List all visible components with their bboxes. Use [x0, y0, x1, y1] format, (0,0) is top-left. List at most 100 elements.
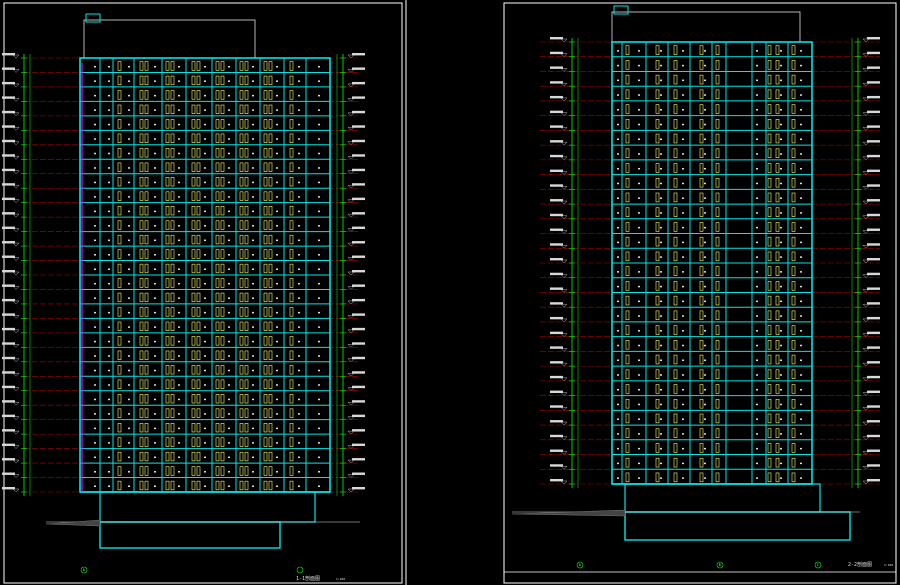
window-door-opening — [144, 119, 149, 129]
room-label — [108, 254, 110, 256]
window-door-opening — [215, 90, 220, 100]
window-door-opening — [117, 451, 122, 462]
room-label — [128, 442, 130, 444]
elevation-marker — [560, 392, 568, 396]
window-door-opening — [673, 472, 678, 483]
elevation-text — [867, 464, 880, 467]
room-label — [204, 442, 206, 444]
window-door-opening — [268, 148, 273, 158]
elevation-marker — [12, 242, 20, 247]
window-door-opening — [699, 472, 704, 483]
window-door-opening — [165, 336, 170, 346]
window-door-opening — [673, 45, 678, 55]
window-door-opening — [699, 384, 704, 394]
window-door-opening — [170, 220, 175, 230]
window-door-opening — [268, 408, 273, 418]
window-door-opening — [117, 75, 122, 86]
window-door-opening — [144, 249, 149, 259]
window-door-opening — [699, 281, 704, 291]
window-door-opening — [655, 325, 660, 335]
room-label — [800, 197, 802, 199]
window-door-opening — [791, 236, 796, 247]
room-label — [276, 340, 278, 343]
window-door-opening — [775, 266, 780, 276]
room-label — [756, 447, 758, 450]
room-label — [94, 80, 96, 82]
window-door-opening — [655, 443, 660, 453]
window-door-opening — [220, 119, 225, 129]
window-door-opening — [775, 163, 780, 173]
room-label — [276, 456, 278, 459]
elevation-text — [867, 316, 880, 320]
room-label — [682, 359, 684, 362]
room-label — [704, 374, 706, 376]
window-door-opening — [775, 177, 780, 188]
room-label — [154, 254, 156, 256]
room-label — [682, 197, 684, 199]
elevation-marker — [12, 358, 20, 363]
room-label — [638, 330, 640, 332]
room-label — [704, 50, 706, 52]
elevation-marker — [347, 416, 355, 420]
room-label — [780, 315, 782, 317]
window-door-opening — [673, 207, 678, 217]
elevation-text — [867, 361, 880, 364]
elevation-marker — [12, 474, 20, 478]
room-label — [228, 94, 230, 97]
window-door-opening — [767, 207, 772, 217]
room-label — [94, 427, 96, 430]
window-door-opening — [715, 295, 720, 306]
room-label — [128, 225, 130, 227]
elevation-text — [352, 458, 365, 461]
elevation-marker — [12, 430, 20, 435]
window-door-opening — [239, 220, 244, 230]
elevation-text — [867, 213, 880, 217]
elevation-text — [867, 51, 880, 55]
window-door-opening — [196, 104, 201, 114]
elevation-marker — [862, 392, 870, 396]
room-label — [318, 311, 320, 314]
room-label — [252, 181, 254, 184]
window-door-opening — [699, 325, 704, 335]
basement-level — [624, 511, 851, 541]
room-label — [108, 413, 110, 415]
elevation-text — [867, 140, 880, 143]
elevation-marker — [12, 69, 20, 73]
room-label — [252, 94, 254, 97]
room-label — [617, 167, 619, 170]
window-door-opening — [289, 119, 294, 129]
window-door-opening — [625, 192, 630, 203]
window-door-opening — [196, 61, 201, 71]
room-label — [682, 241, 684, 244]
window-door-opening — [165, 75, 170, 86]
elevation-marker — [12, 98, 20, 102]
room-label — [154, 225, 156, 227]
room-label — [638, 182, 640, 185]
room-label — [682, 285, 684, 288]
window-door-opening — [244, 321, 249, 331]
room-label — [617, 285, 619, 288]
room-label — [660, 403, 662, 406]
axis-bubble — [296, 566, 304, 574]
room-label — [252, 485, 254, 487]
room-label — [94, 225, 96, 227]
room-label — [660, 433, 662, 435]
window-door-opening — [268, 90, 273, 100]
elevation-marker — [347, 185, 355, 189]
room-label — [756, 79, 758, 82]
axis-label: A — [83, 568, 85, 572]
window-door-opening — [196, 249, 201, 259]
elevation-text — [550, 449, 563, 452]
window-door-opening — [263, 133, 268, 143]
room-label — [228, 355, 230, 357]
window-door-opening — [289, 133, 294, 143]
room-label — [318, 65, 320, 68]
window-door-opening — [775, 60, 780, 70]
room-label — [228, 239, 230, 242]
room-label — [228, 80, 230, 82]
room-label — [276, 152, 278, 155]
window-door-opening — [289, 422, 294, 433]
window-door-opening — [170, 249, 175, 259]
room-label — [252, 268, 254, 270]
elevation-marker — [12, 445, 20, 449]
